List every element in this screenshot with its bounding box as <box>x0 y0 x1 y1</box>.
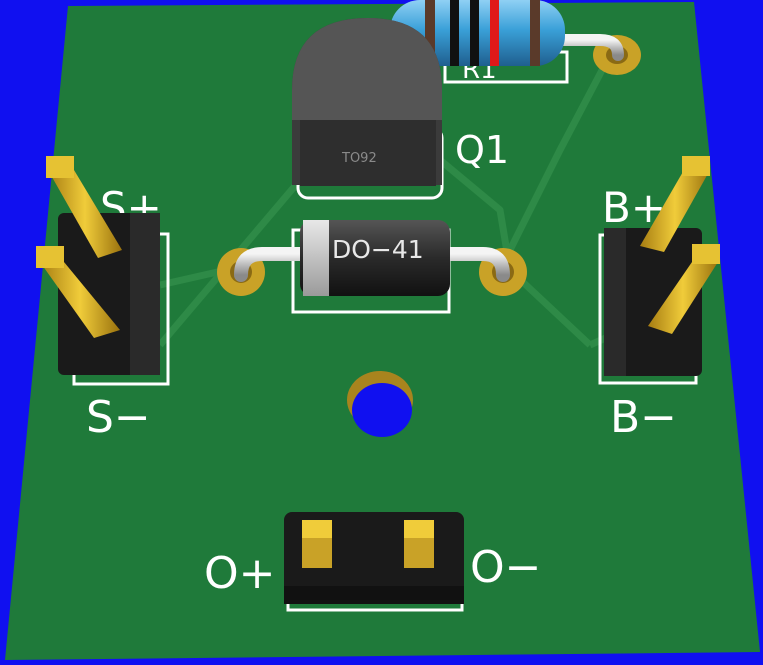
to92-marking: TO92 <box>341 151 377 166</box>
q1-label: Q1 <box>455 128 509 172</box>
o-minus-label: O− <box>470 542 542 593</box>
pcb-board <box>5 2 760 660</box>
header-s: S+ S− <box>36 156 170 443</box>
b-minus-label: B− <box>610 392 677 443</box>
diode-do41: DO−41 <box>217 220 527 314</box>
header-b: B+ B− <box>598 156 720 443</box>
transistor-q1: TO92 Q1 <box>292 18 509 200</box>
resistor-r1: R1 <box>390 0 641 85</box>
mounting-hole <box>347 371 413 437</box>
s-minus-label: S− <box>86 392 151 443</box>
o-plus-label: O+ <box>204 548 276 599</box>
header-o: O+ O− <box>204 512 542 612</box>
do41-marking: DO−41 <box>332 235 424 264</box>
